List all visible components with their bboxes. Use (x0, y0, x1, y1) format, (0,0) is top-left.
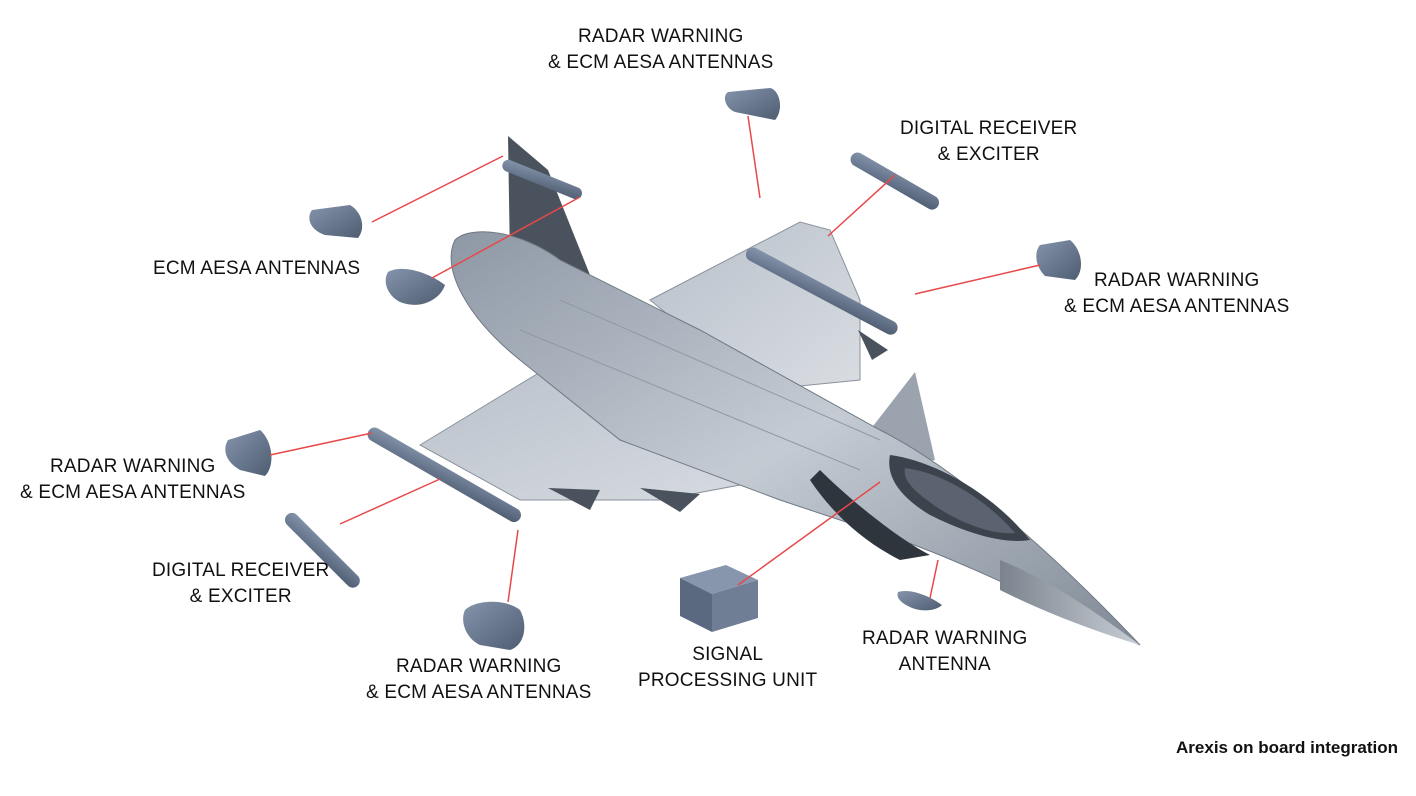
leader-line (340, 479, 440, 524)
top-antenna-component (725, 88, 780, 120)
ecm-antenna-left-lower-component (386, 269, 445, 305)
leader-line (915, 265, 1040, 294)
leader-line (508, 530, 518, 602)
gripen-aircraft (365, 136, 1140, 645)
pylon-fin (858, 330, 888, 360)
callout-digital-receiver-right: DIGITAL RECEIVER& EXCITER (900, 116, 1077, 168)
bottom-radar-antenna-component (463, 602, 524, 650)
callout-top-radar-warning: RADAR WARNING& ECM AESA ANTENNAS (548, 24, 774, 76)
leader-line (270, 433, 372, 455)
leader-line (748, 116, 760, 198)
callout-digital-receiver-left: DIGITAL RECEIVER& EXCITER (152, 558, 329, 610)
callout-radar-warning-right: RADAR WARNING& ECM AESA ANTENNAS (1064, 268, 1290, 320)
callout-ecm-aesa-antennas: ECM AESA ANTENNAS (153, 256, 360, 282)
callout-radar-warning-left: RADAR WARNING& ECM AESA ANTENNAS (20, 454, 246, 506)
radar-warning-antenna-component (897, 591, 942, 610)
leader-line (372, 156, 503, 222)
leader-line (828, 175, 895, 236)
callout-radar-warning-bottom: RADAR WARNING& ECM AESA ANTENNAS (366, 654, 592, 706)
leader-line (930, 560, 938, 598)
figure-caption: Arexis on board integration (1176, 738, 1398, 758)
ecm-antenna-left-upper-component (309, 205, 362, 238)
signal-processing-unit-component (680, 565, 758, 632)
